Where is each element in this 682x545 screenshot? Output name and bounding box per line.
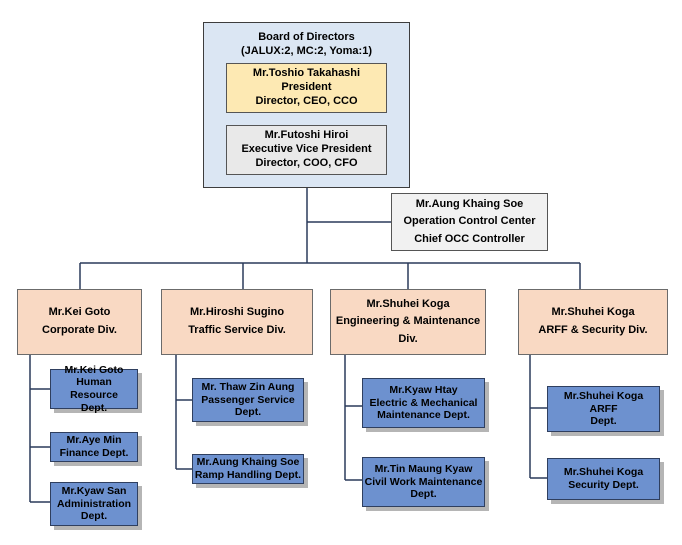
division-head: Mr.Shuhei Koga (551, 306, 635, 319)
dept-name-line: Dept. (80, 401, 108, 414)
occ-name: Mr.Aung Khaing Soe (415, 198, 524, 211)
dept-name-line: Dept. (234, 406, 262, 419)
dept-name-line: Electric & Mechanical (369, 396, 478, 409)
occ-box: Mr.Aung Khaing Soe Operation Control Cen… (391, 193, 548, 251)
dept-head: Mr. Thaw Zin Aung (201, 381, 295, 394)
dept-head: Mr.Kyaw San (61, 485, 127, 498)
dept-name-line: Finance Dept. (59, 447, 129, 459)
president-box: Mr.Toshio Takahashi President Director, … (226, 63, 387, 113)
dept-head: Mr.Tin Maung Kyaw (374, 463, 473, 476)
dept-head: Mr.Kyaw Htay (389, 384, 458, 397)
president-name: Mr.Toshio Takahashi (252, 67, 361, 80)
dept-finance: Mr.Aye Min Finance Dept. (50, 432, 138, 462)
dept-name-line: Passenger Service (201, 393, 295, 406)
division-arff-security: Mr.Shuhei Koga ARFF & Security Div. (518, 289, 668, 355)
division-name: Div. (398, 332, 418, 345)
dept-civil-work: Mr.Tin Maung Kyaw Civil Work Maintenance… (362, 457, 485, 507)
dept-name-line: Human Resource (70, 376, 118, 401)
dept-head: Mr.Shuhei Koga (563, 390, 644, 403)
dept-name-line: Dept. (410, 488, 437, 501)
division-head: Mr.Hiroshi Sugino (189, 306, 285, 319)
dept-electric-mechanical: Mr.Kyaw Htay Electric & Mechanical Maint… (362, 378, 485, 428)
president-title: President (281, 81, 332, 94)
dept-name-line: Administration (56, 497, 132, 510)
division-name: Corporate Div. (42, 324, 117, 336)
dept-ramp-handling: Mr.Aung Khaing Soe Ramp Handling Dept. (192, 454, 304, 484)
dept-passenger-service: Mr. Thaw Zin Aung Passenger Service Dept… (192, 378, 304, 422)
dept-head: Mr.Shuhei Koga (563, 466, 644, 479)
dept-name-line: Dept. (80, 510, 108, 523)
dept-head: Mr.Aye Min (66, 434, 122, 447)
dept-administration: Mr.Kyaw San Administration Dept. (50, 482, 138, 526)
dept-name-line: Dept. (590, 415, 617, 428)
division-name: Traffic Service Div. (188, 324, 286, 336)
occ-title: Chief OCC Controller (414, 232, 525, 245)
dept-name-line: Security Dept. (568, 479, 639, 491)
dept-name-line: Maintenance Dept. (377, 409, 470, 422)
evp-name: Mr.Futoshi Hiroi (264, 129, 349, 142)
occ-unit: Operation Control Center (403, 215, 536, 228)
evp-title: Executive Vice President (241, 143, 372, 156)
board-composition: (JALUX:2, MC:2, Yoma:1) (240, 44, 372, 57)
dept-human-resource: Mr.Kei Goto Human Resource Dept. (50, 364, 138, 414)
evp-roles: Director, COO, CFO (255, 156, 358, 169)
dept-head: Mr.Aung Khaing Soe (196, 456, 300, 469)
evp-box: Mr.Futoshi Hiroi Executive Vice Presiden… (226, 125, 387, 175)
president-roles: Director, CEO, CCO (255, 94, 358, 107)
division-corporate: Mr.Kei Goto Corporate Div. (17, 289, 142, 355)
dept-head: Mr.Kei Goto (64, 363, 124, 376)
dept-security: Mr.Shuhei Koga Security Dept. (547, 458, 660, 500)
division-name: Engineering & Maintenance (335, 315, 481, 328)
division-head: Mr.Kei Goto (48, 306, 111, 319)
division-head: Mr.Shuhei Koga (366, 297, 450, 310)
dept-arff: Mr.Shuhei Koga ARFF Dept. (547, 386, 660, 432)
division-traffic-service: Mr.Hiroshi Sugino Traffic Service Div. (161, 289, 313, 355)
dept-name-line: Ramp Handling Dept. (194, 469, 302, 481)
board-title: Board of Directors (258, 31, 355, 43)
division-name: ARFF & Security Div. (538, 324, 648, 336)
dept-name-line: Civil Work Maintenance (364, 475, 483, 488)
division-engineering-maintenance: Mr.Shuhei Koga Engineering & Maintenance… (330, 289, 486, 355)
dept-name-line: ARFF (589, 402, 618, 415)
